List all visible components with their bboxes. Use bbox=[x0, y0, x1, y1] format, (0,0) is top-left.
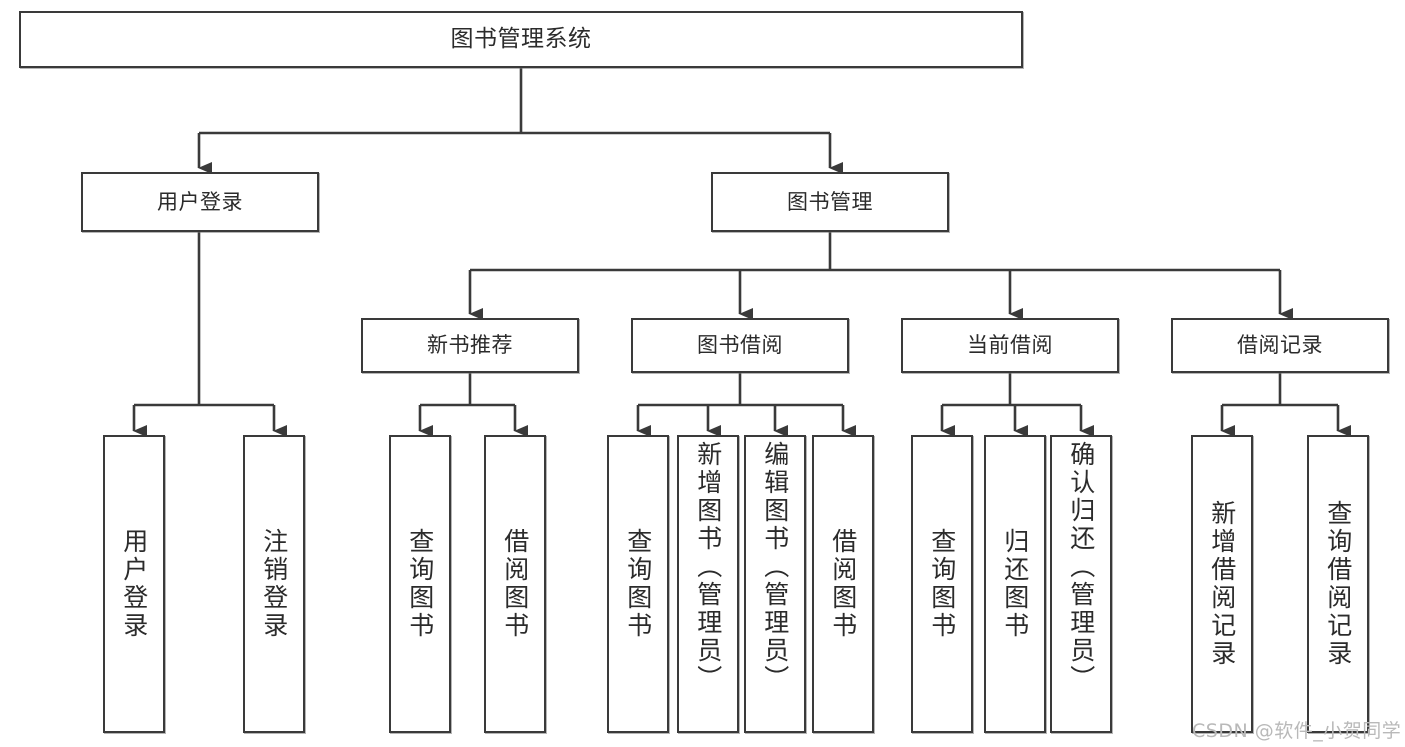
node-leaf-add-record-label: 新增借阅记录 bbox=[1207, 500, 1237, 668]
node-root[interactable]: 图书管理系统 bbox=[19, 11, 1023, 68]
node-leaf-borrow-book-rec[interactable]: 借阅图书 bbox=[484, 435, 546, 733]
node-new-book-recommend-label: 新书推荐 bbox=[427, 333, 513, 358]
node-leaf-add-book-label: 新增图书（管理员） bbox=[693, 441, 723, 693]
node-leaf-query-book-cur-label: 查询图书 bbox=[927, 528, 957, 640]
node-leaf-return-book-label: 归还图书 bbox=[1000, 528, 1030, 640]
node-book-manage[interactable]: 图书管理 bbox=[711, 172, 949, 232]
node-new-book-recommend[interactable]: 新书推荐 bbox=[361, 318, 579, 373]
node-leaf-add-book[interactable]: 新增图书（管理员） bbox=[677, 435, 739, 733]
node-borrow-record[interactable]: 借阅记录 bbox=[1171, 318, 1389, 373]
node-leaf-logout[interactable]: 注销登录 bbox=[243, 435, 305, 733]
node-user-login-label: 用户登录 bbox=[157, 189, 243, 214]
node-leaf-borrow-book-label: 借阅图书 bbox=[828, 528, 858, 640]
node-leaf-confirm-return-label: 确认归还（管理员） bbox=[1066, 441, 1096, 693]
node-borrow-record-label: 借阅记录 bbox=[1237, 333, 1323, 358]
node-leaf-borrow-book[interactable]: 借阅图书 bbox=[812, 435, 874, 733]
node-leaf-query-book-rec[interactable]: 查询图书 bbox=[389, 435, 451, 733]
node-leaf-edit-book[interactable]: 编辑图书（管理员） bbox=[744, 435, 806, 733]
node-leaf-user-login[interactable]: 用户登录 bbox=[103, 435, 165, 733]
node-leaf-query-book-rec-label: 查询图书 bbox=[405, 528, 435, 640]
node-user-login[interactable]: 用户登录 bbox=[81, 172, 319, 232]
node-book-borrow[interactable]: 图书借阅 bbox=[631, 318, 849, 373]
node-leaf-query-book-borrow-label: 查询图书 bbox=[623, 528, 653, 640]
node-leaf-query-book-borrow[interactable]: 查询图书 bbox=[607, 435, 669, 733]
node-leaf-user-login-label: 用户登录 bbox=[119, 528, 149, 640]
node-leaf-edit-book-label: 编辑图书（管理员） bbox=[760, 441, 790, 693]
node-book-borrow-label: 图书借阅 bbox=[697, 333, 783, 358]
node-root-label: 图书管理系统 bbox=[450, 25, 592, 52]
node-leaf-add-record[interactable]: 新增借阅记录 bbox=[1191, 435, 1253, 733]
node-current-borrow-label: 当前借阅 bbox=[967, 333, 1053, 358]
node-leaf-confirm-return[interactable]: 确认归还（管理员） bbox=[1050, 435, 1112, 733]
csdn-watermark: CSDN @软件_小贺同学 bbox=[1192, 720, 1402, 742]
node-leaf-query-record-label: 查询借阅记录 bbox=[1323, 500, 1353, 668]
node-book-manage-label: 图书管理 bbox=[787, 189, 873, 214]
node-leaf-return-book[interactable]: 归还图书 bbox=[984, 435, 1046, 733]
node-leaf-borrow-book-rec-label: 借阅图书 bbox=[500, 528, 530, 640]
node-leaf-logout-label: 注销登录 bbox=[259, 528, 289, 640]
node-leaf-query-record[interactable]: 查询借阅记录 bbox=[1307, 435, 1369, 733]
node-current-borrow[interactable]: 当前借阅 bbox=[901, 318, 1119, 373]
node-leaf-query-book-cur[interactable]: 查询图书 bbox=[911, 435, 973, 733]
